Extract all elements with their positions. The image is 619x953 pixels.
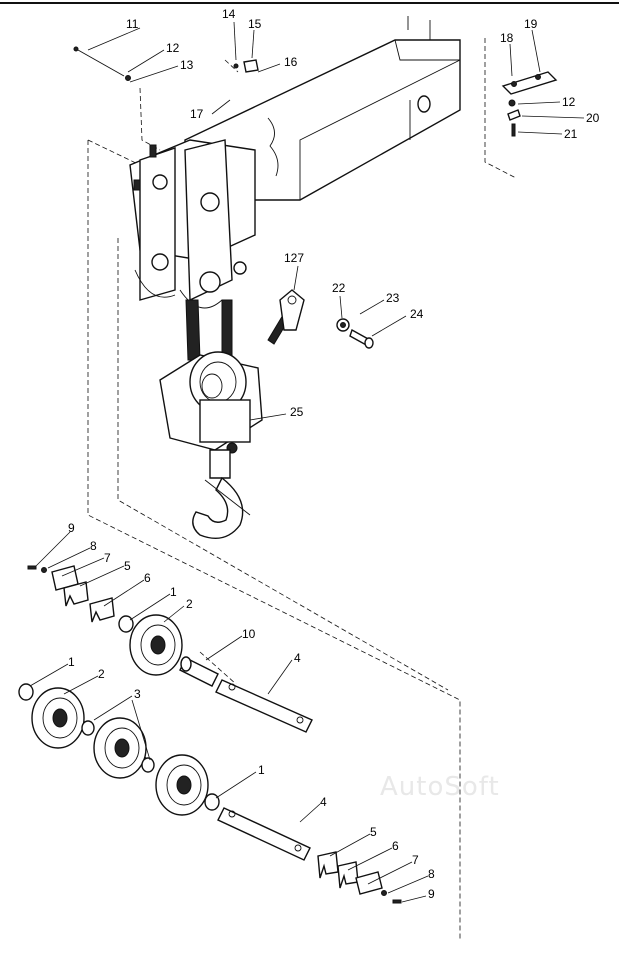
boom-head	[129, 139, 256, 309]
pin-parts-22-24	[336, 318, 374, 349]
callout-17: 17	[190, 107, 204, 121]
callout-25: 25	[290, 405, 304, 419]
callout-2-upper: 2	[186, 597, 193, 611]
callout-127: 127	[284, 251, 304, 265]
callout-10: 10	[242, 627, 256, 641]
end-plates-right	[317, 851, 402, 904]
pad-plate-assembly	[501, 71, 558, 137]
watermark: AutoSoft	[380, 772, 500, 802]
callout-14: 14	[222, 7, 236, 21]
callout-12-right: 12	[562, 95, 576, 109]
shaft-upper	[215, 679, 313, 733]
sheave-left	[18, 683, 85, 749]
callout-21: 21	[564, 127, 578, 141]
callout-1-upper: 1	[170, 585, 177, 599]
callout-11: 11	[126, 17, 139, 31]
callout-4-upper: 4	[294, 651, 301, 665]
callout-20: 20	[586, 111, 600, 125]
callout-2-left: 2	[98, 667, 105, 681]
callout-7-left: 7	[104, 551, 111, 565]
callout-8-right: 8	[428, 867, 435, 881]
callout-23: 23	[386, 291, 400, 305]
wedge-socket	[279, 289, 305, 331]
callout-9-left: 9	[68, 521, 75, 535]
callout-8-left: 8	[90, 539, 97, 553]
callout-1-lower: 1	[258, 763, 265, 777]
callout-22: 22	[332, 281, 346, 295]
leader-lines	[29, 21, 585, 903]
callout-6-right: 6	[392, 839, 399, 853]
sheave-upper	[118, 614, 183, 676]
hook-block	[159, 351, 263, 539]
callout-6-left: 6	[144, 571, 151, 585]
callout-19: 19	[524, 17, 538, 31]
callout-9-right: 9	[428, 887, 435, 901]
shaft-lower	[217, 807, 311, 861]
spacer-tube	[179, 656, 219, 687]
end-plates-left	[27, 565, 115, 623]
small-fasteners-11-16	[73, 46, 259, 81]
callout-labels: 11 12 13 14 15 16 17 18 19 12 20 21 127 …	[68, 7, 600, 901]
callout-7-right: 7	[412, 853, 419, 867]
callout-5-left: 5	[124, 559, 131, 573]
callout-4-lower: 4	[320, 795, 327, 809]
callout-18: 18	[500, 31, 514, 45]
callout-13: 13	[180, 58, 194, 72]
callout-15: 15	[248, 17, 262, 31]
top-border-rule	[0, 2, 619, 4]
callout-3: 3	[134, 687, 141, 701]
callout-12-top-left: 12	[166, 41, 180, 55]
sheave-middle	[81, 717, 155, 779]
callout-16: 16	[284, 55, 298, 69]
callout-24: 24	[410, 307, 424, 321]
callout-5-right: 5	[370, 825, 377, 839]
sheave-lower	[155, 754, 220, 816]
callout-1-left: 1	[68, 655, 75, 669]
